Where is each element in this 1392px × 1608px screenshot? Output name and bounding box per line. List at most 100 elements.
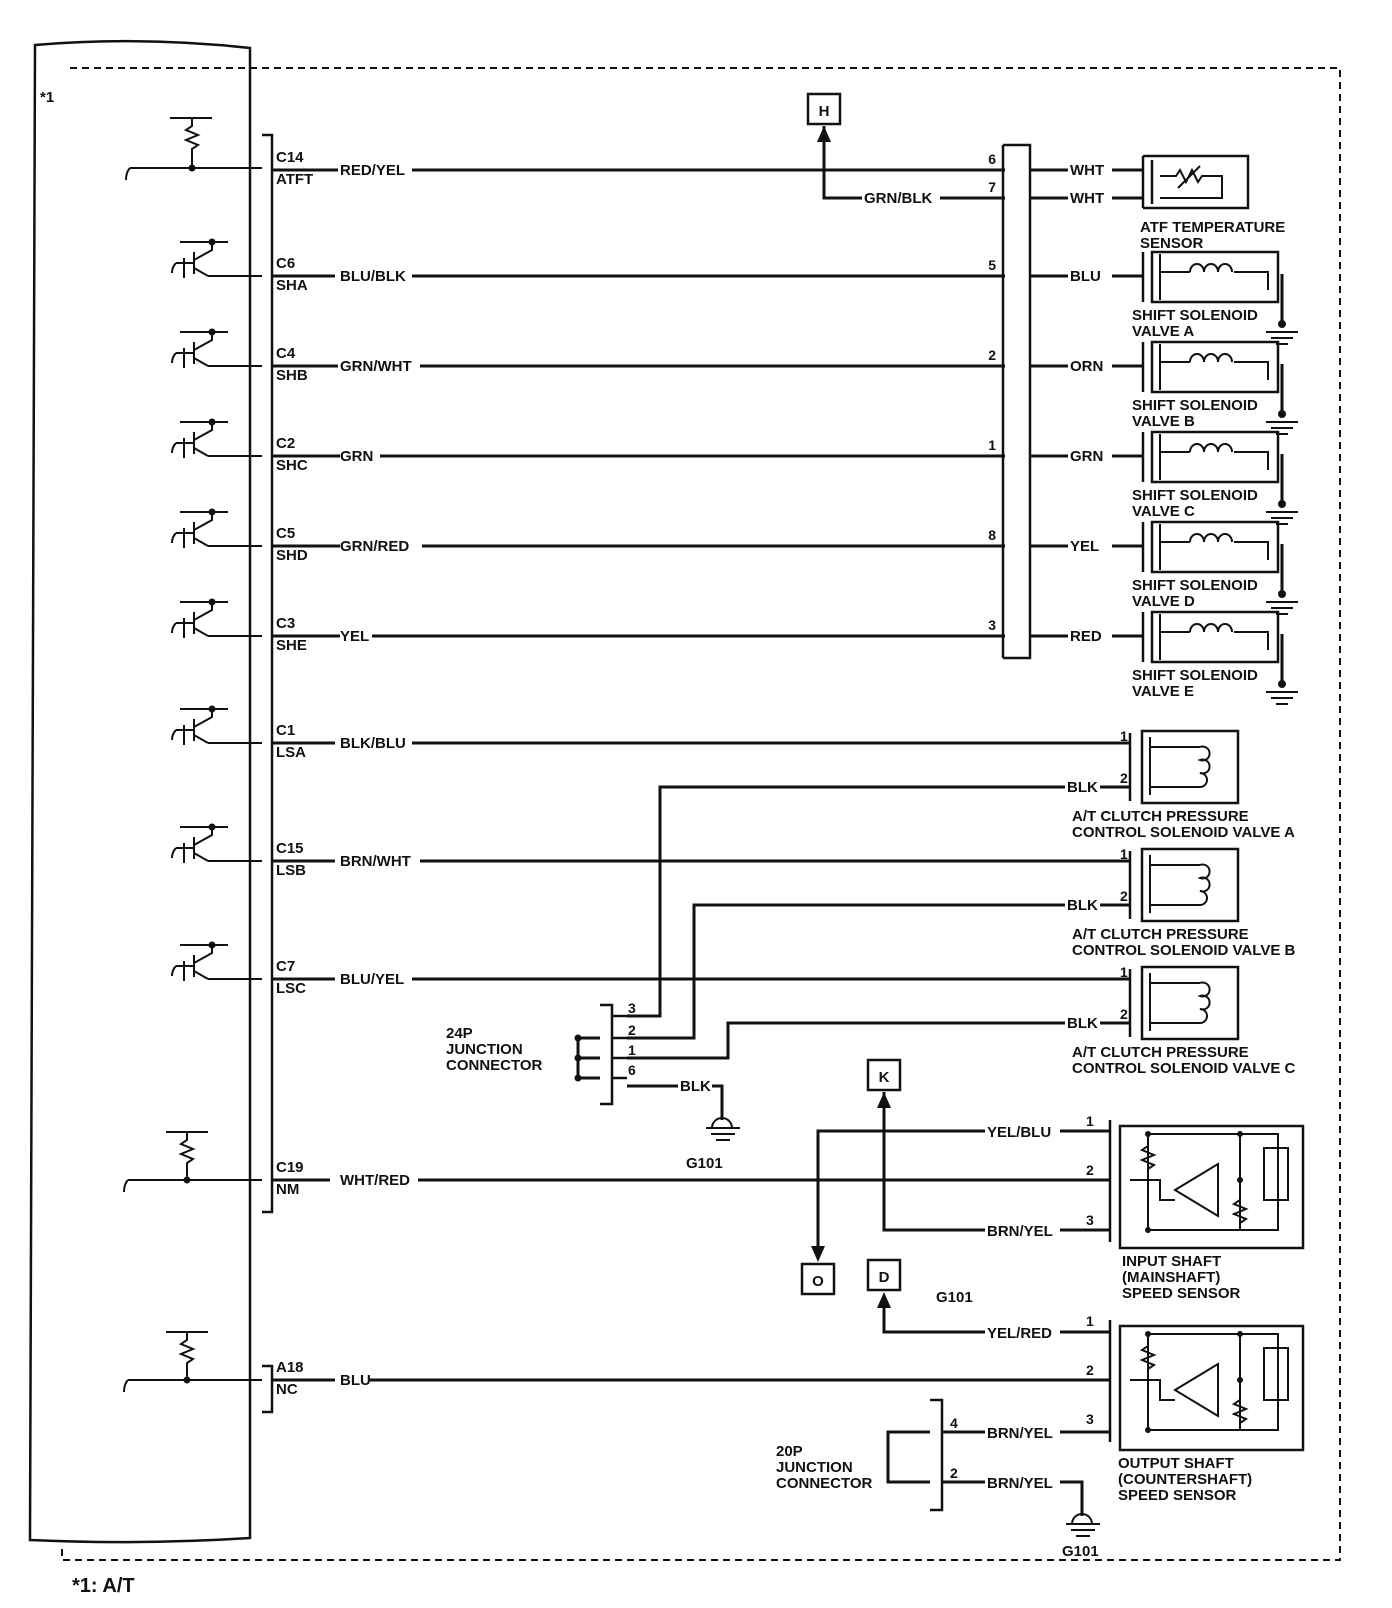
ecm-pin-rows: C14ATFTRED/YELC6SHABLU/BLKC4SHBGRN/WHTC2… (276, 149, 412, 1398)
output-sensor-line3: SPEED SENSOR (1118, 1487, 1237, 1504)
ecm-pin-8: C7 (276, 958, 295, 975)
g101-label: G101 (936, 1289, 973, 1306)
shift-solenoid-line2-0: VALVE A (1132, 323, 1194, 340)
clutch-valve-pin1-2: 1 (1120, 964, 1128, 980)
shift-solenoid-line1-0: SHIFT SOLENOID (1132, 307, 1258, 324)
input-shaft-speed-sensor: YEL/BLU BRN/YEL 1 2 3 INPUT SHAFT (MAINS… (987, 1113, 1305, 1302)
ecm-pin-4: C5 (276, 525, 295, 542)
transistor-2 (171, 418, 262, 458)
j20-line1: 20P (776, 1443, 803, 1460)
ecm-signal-8: LSC (276, 980, 306, 997)
ecm-signal-6: LSA (276, 744, 306, 761)
j24-pin-1: 1 (628, 1042, 636, 1058)
atf-temperature-sensor: ATF TEMPERATURE SENSOR (1140, 154, 1285, 252)
j20-wire-b: BRN/YEL (987, 1475, 1053, 1492)
ecm-signal-3: SHC (276, 457, 308, 474)
j20-line3: CONNECTOR (776, 1475, 873, 1492)
main-connector-pins: 6 7 5 2 1 8 3 (988, 151, 996, 633)
ecm-wire-7: BRN/WHT (340, 853, 411, 870)
main-pin-5: 5 (988, 257, 996, 273)
junction-connector-24p: 3 2 1 6 24P JUNCTION CONNECTOR BLK G101 (446, 1000, 740, 1172)
output-pin-3: 3 (1086, 1411, 1094, 1427)
ecm-pin-3: C2 (276, 435, 295, 452)
ecm-wire-6: BLK/BLU (340, 735, 406, 752)
main-pin-6: 6 (988, 151, 996, 167)
output-wire-1: YEL/RED (987, 1325, 1052, 1342)
sensor-wire-6: RED (1070, 628, 1102, 645)
shift-solenoid-line2-4: VALVE E (1132, 683, 1194, 700)
clutch-valve-pin1-0: 1 (1120, 728, 1128, 744)
input-sensor-line1: INPUT SHAFT (1122, 1253, 1221, 1270)
input-sensor-line2: (MAINSHAFT) (1122, 1269, 1220, 1286)
ecm-signal-5: SHE (276, 637, 307, 654)
ecm-wires (272, 168, 1118, 1382)
clutch-valve-line1-0: A/T CLUTCH PRESSURE (1072, 808, 1249, 825)
ecm-wire-2: GRN/WHT (340, 358, 412, 375)
ecm-signal-4: SHD (276, 547, 308, 564)
junction-connector-20p: 4 2 BRN/YEL BRN/YEL G101 20P JUNCTION CO… (776, 1398, 1110, 1560)
ref-o: O (800, 1129, 985, 1296)
ecm-wire-1: BLU/BLK (340, 268, 406, 285)
grn-blk-wire: GRN/BLK (864, 190, 932, 207)
clutch-valve-wire-1: BLK (1067, 897, 1098, 914)
ref-k: K (866, 1058, 985, 1232)
shift-solenoid-line2-2: VALVE C (1132, 503, 1195, 520)
j24-line1: 24P (446, 1025, 473, 1042)
main-pin-7: 7 (988, 179, 996, 195)
output-shaft-speed-sensor: YEL/RED 1 2 3 OUTPUT SHAFT (COUNTERSHAFT… (987, 1313, 1305, 1504)
ecm-transistors (171, 238, 262, 981)
ecm-pin-6: C1 (276, 722, 295, 739)
ecm-signal-9: NM (276, 1181, 299, 1198)
clutch-valve-line2-1: CONTROL SOLENOID VALVE B (1072, 942, 1296, 959)
ecm-pin-1: C6 (276, 255, 295, 272)
atf-sensor-line1: ATF TEMPERATURE (1140, 219, 1285, 236)
clutch-valve-wire-2: BLK (1067, 1015, 1098, 1032)
transistor-7 (171, 941, 262, 981)
ecm-pin-2: C4 (276, 345, 296, 362)
ecm-wire-9: WHT/RED (340, 1172, 410, 1189)
main-pin-2: 2 (988, 347, 996, 363)
shift-solenoid-line2-3: VALVE D (1132, 593, 1195, 610)
j24-pin-2: 2 (628, 1022, 636, 1038)
ecm-pin-7: C15 (276, 840, 304, 857)
j20-wire-a: BRN/YEL (987, 1425, 1053, 1442)
output-sensor-line2: (COUNTERSHAFT) (1118, 1471, 1252, 1488)
clutch-valve-pin2-0: 2 (1120, 770, 1128, 786)
ecm-pin-10: A18 (276, 1359, 304, 1376)
j20-line2: JUNCTION (776, 1459, 853, 1476)
j20-ground: G101 (1062, 1543, 1099, 1560)
ecm-pin-5: C3 (276, 615, 295, 632)
j24-blk-wire: BLK (680, 1078, 711, 1095)
ecm-signal-10: NC (276, 1381, 298, 1398)
main-connector (1001, 143, 1032, 660)
main-pin-3: 3 (988, 617, 996, 633)
clutch-valve-pin1-1: 1 (1120, 846, 1128, 862)
input-sensor-line3: SPEED SENSOR (1122, 1285, 1241, 1302)
ecm-wire-5: YEL (340, 628, 369, 645)
j24-pin-3: 3 (628, 1000, 636, 1016)
ref-d: D G101 (866, 1258, 985, 1334)
j24-ground: G101 (686, 1155, 723, 1172)
output-pin-2: 2 (1086, 1362, 1094, 1378)
ecm-connector-a (262, 1364, 274, 1414)
shift-solenoid-line1-3: SHIFT SOLENOID (1132, 577, 1258, 594)
main-pin-1: 1 (988, 437, 996, 453)
output-sensor-line1: OUTPUT SHAFT (1118, 1455, 1234, 1472)
clutch-valve-pin2-1: 2 (1120, 888, 1128, 904)
ecm-wire-3: GRN (340, 448, 373, 465)
main-pin-8: 8 (988, 527, 996, 543)
ecm-signal-0: ATFT (276, 171, 313, 188)
clutch-return-wires (627, 785, 1065, 1060)
circuit-boundary (61, 67, 1341, 1561)
ref-h: H GRN/BLK (806, 92, 1005, 207)
ref-k-label: K (879, 1069, 890, 1086)
transistor-6 (171, 823, 262, 863)
